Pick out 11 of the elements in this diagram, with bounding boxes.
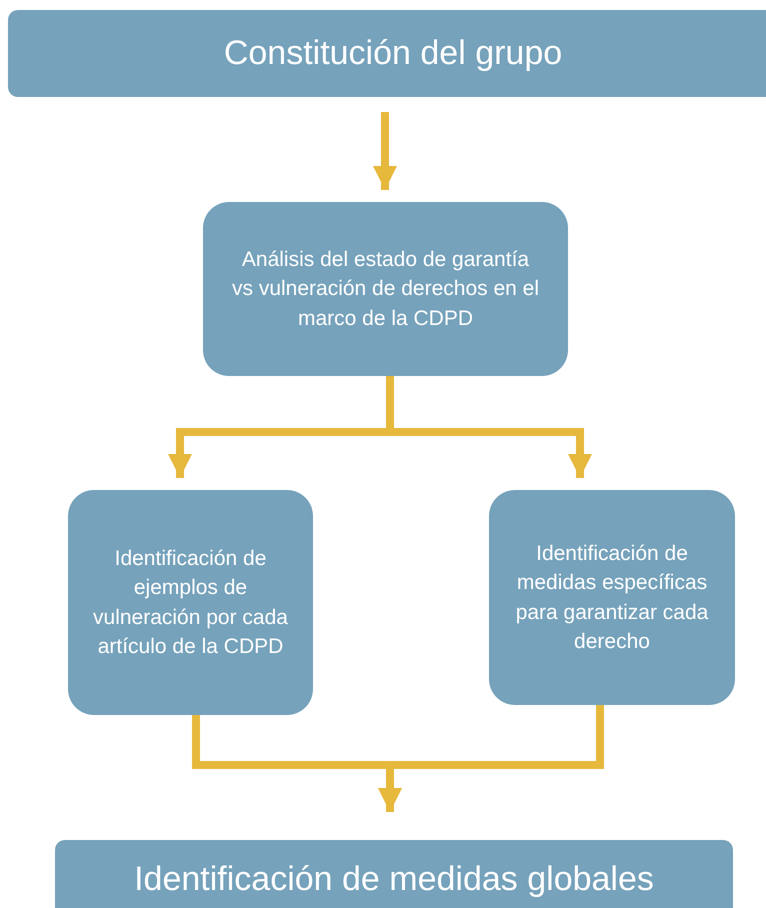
arrow (373, 112, 397, 190)
box-text: Identificación de ejemplos de vulneración por cada artículo de la CDPD (92, 546, 289, 660)
box-text: Análisis del estado de garantía vs vulneración de derechos en el marco de la CDPD (231, 246, 540, 332)
box-text: Identificación de medidas específicas para garantizar cada derecho (514, 540, 710, 655)
box-text: Identificación de medidas globales (134, 859, 654, 900)
process-box (8, 10, 766, 97)
process-box (55, 840, 733, 908)
process-box (203, 202, 568, 376)
process-box (68, 490, 313, 715)
process-box (489, 490, 735, 705)
box-text: Constitución del grupo (224, 32, 562, 74)
